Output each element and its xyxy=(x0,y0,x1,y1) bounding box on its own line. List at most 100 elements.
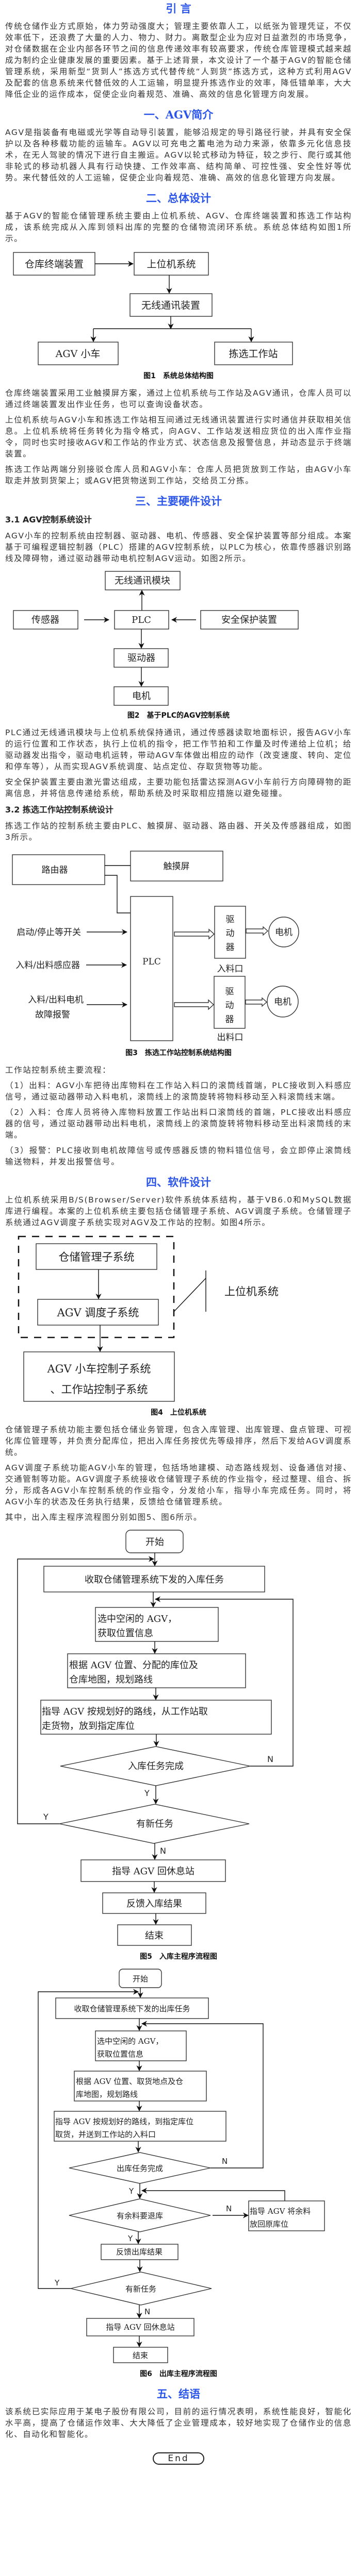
figure-4-host-system: 仓储管理子系统 AGV 调度子系统 上位机系统 AGV 小车控制子系统 、工作站… xyxy=(18,1235,279,1402)
safety-label: 安全保护装置 xyxy=(221,615,277,625)
select-agv-box xyxy=(95,1607,219,1642)
figure-6-caption: 图6 出库主程序流程图 xyxy=(140,2370,217,2378)
leader-line xyxy=(173,1278,206,1312)
figure-2-caption: 图2 基于PLC的AGV控制系统 xyxy=(127,711,230,720)
figure-1: 仓库终端装置 上位机系统 无线通讯装置 AGV 小车 拣选工作站 xyxy=(0,250,357,367)
touchscreen-box xyxy=(130,851,223,882)
host-box xyxy=(134,252,209,276)
agv-box xyxy=(38,342,119,365)
host-label: 上位机系统 xyxy=(147,259,196,270)
figure-5-caption: 图5 入库主程序流程图 xyxy=(140,1953,217,1961)
guide-agv-box xyxy=(40,1700,272,1735)
section-4-paragraph-4: 其中，出入库主程序流程图分别如图5、图6所示。 xyxy=(5,1513,203,1522)
section-3-paragraph-3: 安全保护装置主要由激光雷达组成，主要功能包括雷达探测AGV小车前行方向障碍物的距… xyxy=(5,777,352,798)
safety-box xyxy=(200,610,299,630)
input-fault-label-1: 入料/出料电机 xyxy=(28,995,84,1005)
subsection-3-2-heading: 3.2 拣选工作站控制系统设计 xyxy=(5,805,113,815)
select-agv-box xyxy=(95,2030,187,2061)
figure-4: 仓储管理子系统 AGV 调度子系统 上位机系统 AGV 小车控制子系统 、工作站… xyxy=(0,1234,357,1403)
leftover-decision xyxy=(69,2198,211,2232)
guide-agv-line-2: 取货，并送到工作站的入料口 xyxy=(55,2130,156,2139)
new-task-label: 有新任务 xyxy=(136,1819,173,1829)
driver-char: 驱 xyxy=(225,987,234,997)
section-4-paragraph-2: 仓储管理子系统功能主要包括仓储业务管理，包含入库管理、出库管理、盘点管理、可视化… xyxy=(5,1425,352,1457)
feedback-label: 反馈入库结果 xyxy=(126,1899,182,1909)
no-label: N xyxy=(226,2204,232,2213)
return-loop xyxy=(141,2188,285,2201)
no-label: N xyxy=(144,2307,150,2316)
guide-agv-box xyxy=(54,2111,226,2142)
agv-label: AGV 小车 xyxy=(55,348,101,360)
input-sensor-label: 入料/出料感应器 xyxy=(15,960,80,971)
receive-task-box xyxy=(43,1566,265,1592)
start-label: 开始 xyxy=(133,1974,148,1984)
task-done-label: 入库任务完成 xyxy=(128,1761,184,1772)
wireless-box xyxy=(129,293,213,317)
inlet-driver-box xyxy=(214,906,246,959)
section-3-paragraph-5: 工作站控制系统主要流程： xyxy=(5,1065,111,1075)
driver-char: 器 xyxy=(226,942,235,953)
section-1-heading: 一、AGV简介 xyxy=(143,108,214,121)
section-4-paragraph-3: AGV调度子系统功能AGV小车的管理，包括场地建模、动态路线规划、设备通信对接、… xyxy=(5,1463,352,1506)
feedback-box xyxy=(101,2244,178,2260)
section-5-heading: 五、结语 xyxy=(157,2387,200,2400)
task-done-label: 出库任务完成 xyxy=(117,2164,163,2173)
yes-label: Y xyxy=(127,2234,133,2243)
process-step-3: （3）报警：PLC接收到电机故障信号或传感器反馈的物料错位信号，会立即停止滚筒线… xyxy=(5,1146,352,1166)
motor-box xyxy=(113,686,169,706)
outlet-label: 出料口 xyxy=(217,1032,244,1043)
process-step-2: （2）入料：仓库人员将待入库物料放置工作站出料口滚筒线的首端，PLC接收出料感应… xyxy=(5,1108,352,1140)
plc-label: PLC xyxy=(132,615,151,625)
return-rest-box xyxy=(86,2318,194,2336)
receive-task-box xyxy=(55,1997,209,2019)
outlet-driver-box xyxy=(214,976,246,1029)
no-label: N xyxy=(160,1846,166,1856)
plc-box xyxy=(130,896,173,1041)
figure-1-caption: 图1 系统总体结构图 xyxy=(143,372,214,380)
section-3-paragraph-1: AGV小车的控制系统由控制器、驱动器、电机、传感器、安全保护装置等部分组成。本案… xyxy=(5,531,352,563)
input-switch-label: 启动/停止等开关 xyxy=(17,927,81,938)
end-mark: End xyxy=(153,2452,204,2465)
figure-3-station-control: 路由器 触摸屏 PLC 启动/停止等开关 入料/出料感应器 入料/出料电机 故障… xyxy=(12,851,299,1043)
section-3-paragraph-2: PLC通过无线通讯模块与上位机系统保持通讯，通过传感器读取地面标识，报告AGV小… xyxy=(5,728,352,771)
motor-label: 电机 xyxy=(274,997,291,1007)
yes-label: Y xyxy=(144,1788,150,1798)
new-task-decision xyxy=(70,2272,212,2306)
section-2-paragraph-3: 上位机系统与AGV小车和拣选工作站相互间通过无线通讯装置进行实时通信并获取相关信… xyxy=(5,415,352,459)
terminal-box xyxy=(13,252,95,276)
driver-char: 动 xyxy=(226,928,235,939)
new-task-loop xyxy=(38,1989,139,2289)
select-agv-line-2: 获取位置信息 xyxy=(97,2049,143,2059)
section-2-paragraph-2: 仓库终端装置采用工业触摸屏方案，通过上位机系统与工作站及AGV通讯，仓库人员可以… xyxy=(5,388,352,409)
new-task-label: 有新任务 xyxy=(125,2284,156,2294)
wireless-module-label: 无线通讯模块 xyxy=(115,575,170,586)
dispatch-label: AGV 调度子系统 xyxy=(57,1307,139,1319)
plan-route-line-1: 根据 AGV 位置、分配的库位及 xyxy=(69,1660,198,1671)
return-rest-label: 指导 AGV 回休息站 xyxy=(106,2323,174,2332)
retry-loop xyxy=(154,1596,294,1767)
task-done-decision xyxy=(60,1746,251,1786)
motor-label: 电机 xyxy=(275,927,293,938)
driver-label: 驱动器 xyxy=(127,653,155,664)
figure-5: 开始 收取仓储管理系统下发的入库任务 选中空闲的 AGV， 获取位置信息 根据 … xyxy=(0,1529,357,1947)
task-done-decision xyxy=(69,2152,211,2184)
no-label: N xyxy=(222,2157,228,2166)
new-task-decision xyxy=(59,1804,250,1844)
section-2-paragraph-4: 拣选工作站两端分别接驳仓库人员和AGV小车：仓库人员把货放到工作站，由AGV小车… xyxy=(5,465,352,485)
retry-loop xyxy=(141,2021,264,2168)
guide-agv-line-1: 指导 AGV 按规划好的路线，到指定库位 xyxy=(55,2117,193,2126)
control-subsystem-line-2: 、工作站控制子系统 xyxy=(51,1383,148,1396)
host-system-label: 上位机系统 xyxy=(224,1285,279,1298)
control-subsystem-box xyxy=(23,1351,175,1402)
return-rest-label: 指导 AGV 回休息站 xyxy=(112,1866,194,1877)
intro-heading: 引 言 xyxy=(166,2,191,15)
hollow-arrow xyxy=(174,999,215,1010)
return-leftover-line-1: 指导 AGV 将余料 xyxy=(250,2207,311,2216)
return-rest-box xyxy=(80,1859,226,1882)
figure-1-system-structure: 仓库终端装置 上位机系统 无线通讯装置 AGV 小车 拣选工作站 xyxy=(13,252,293,365)
feedback-box xyxy=(102,1892,206,1914)
driver-char: 器 xyxy=(225,1014,234,1025)
figure-3: 路由器 触摸屏 PLC 启动/停止等开关 入料/出料感应器 入料/出料电机 故障… xyxy=(0,849,357,1044)
guide-agv-line-2: 走货物，放到指定库位 xyxy=(42,1721,135,1732)
wireless-module-box xyxy=(105,571,181,590)
